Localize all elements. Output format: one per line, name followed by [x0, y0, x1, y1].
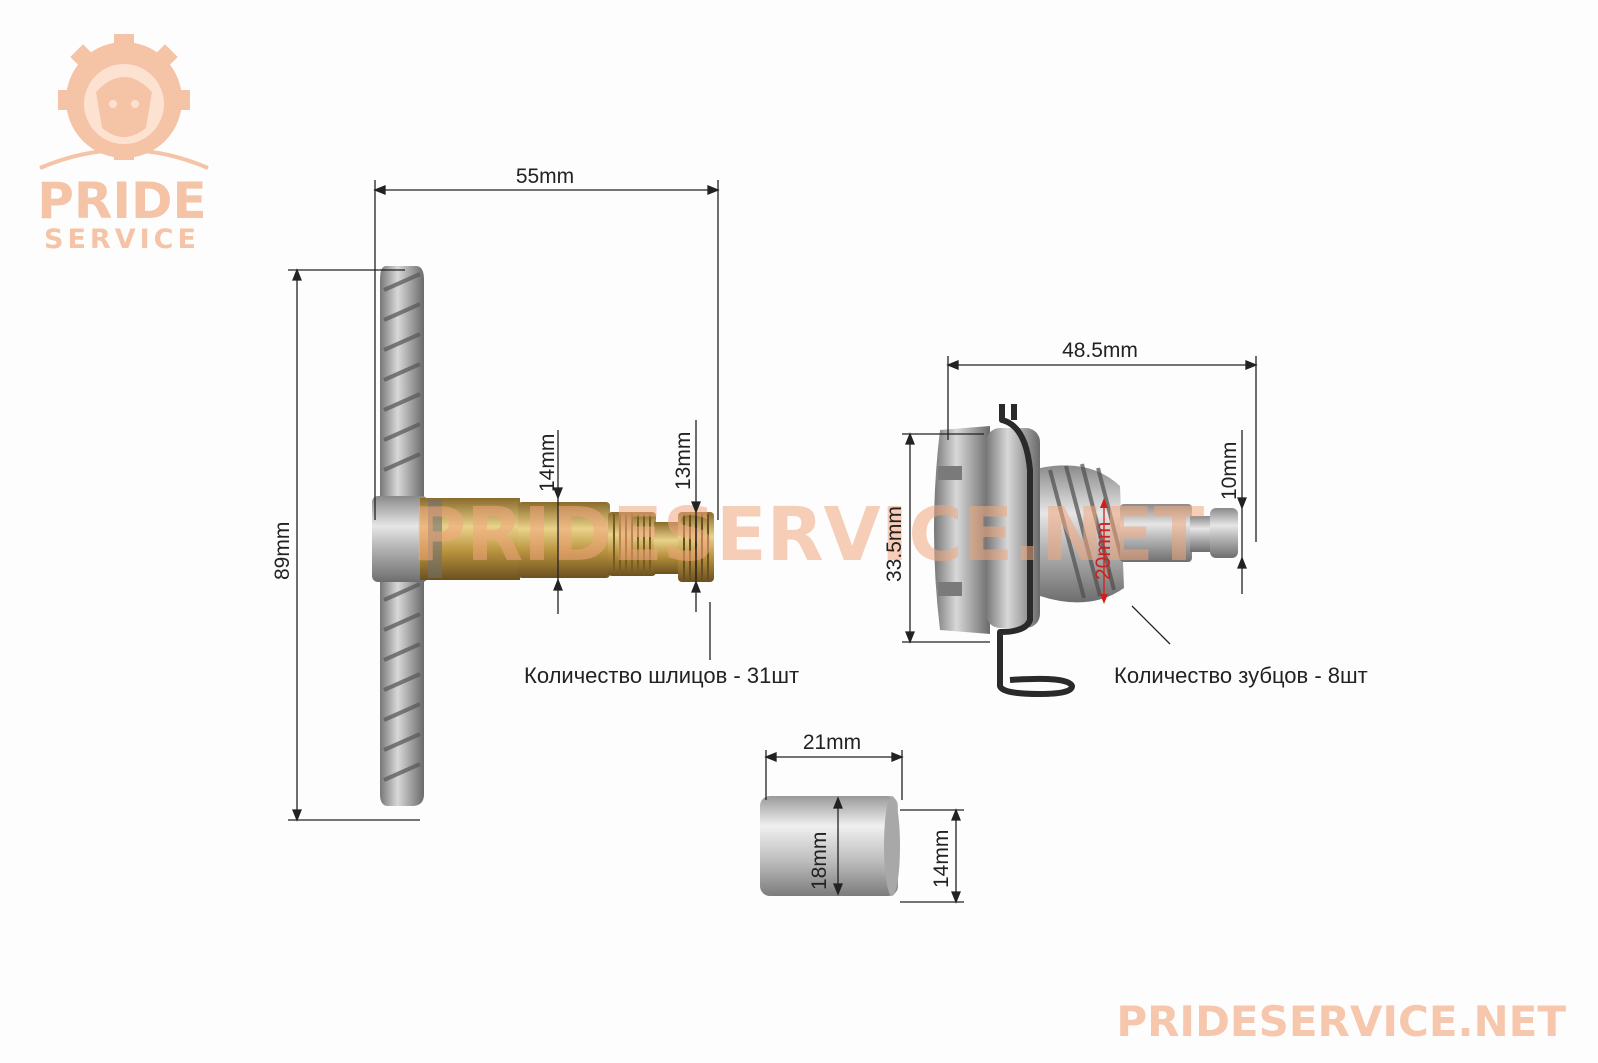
brand-logo: PRIDE SERVICE — [37, 34, 209, 255]
kickstart-gear-shaft — [372, 266, 714, 806]
bushing-length-label: 21mm — [803, 731, 861, 754]
gear-shaft-length-label: 55mm — [516, 165, 574, 188]
center-watermark: PRIDESERVICE.NET — [412, 492, 1205, 578]
dimension-lines — [288, 180, 1258, 904]
pinion-gear-diameter-label: 20mm — [1092, 522, 1115, 580]
pinion-length-label: 48.5mm — [1062, 339, 1138, 362]
pinion-gear-dimension: 20mm — [1092, 498, 1115, 604]
pinion-tip-diameter-label: 10mm — [1218, 442, 1241, 500]
bushing — [760, 796, 900, 896]
bushing-outer-diameter-label: 18mm — [808, 832, 831, 890]
corner-watermark: PRIDESERVICE.NET — [1116, 997, 1566, 1046]
teeth-count-caption: Количество зубцов - 8шт — [1114, 663, 1368, 688]
gear-diameter-label: 89mm — [271, 522, 294, 580]
logo-line-2: SERVICE — [44, 224, 200, 255]
spline-count-caption: Количество шлицов - 31шт — [524, 663, 799, 688]
kickstart-pinion — [934, 404, 1238, 697]
spline-diameter-label: 13mm — [672, 432, 695, 490]
logo-line-1: PRIDE — [37, 172, 206, 230]
gear-lion-icon — [39, 34, 209, 170]
bushing-inner-diameter-label: 14mm — [930, 830, 953, 888]
shaft-diameter-label: 14mm — [536, 434, 559, 492]
pinion-collar-diameter-label: 33.5mm — [883, 506, 906, 582]
